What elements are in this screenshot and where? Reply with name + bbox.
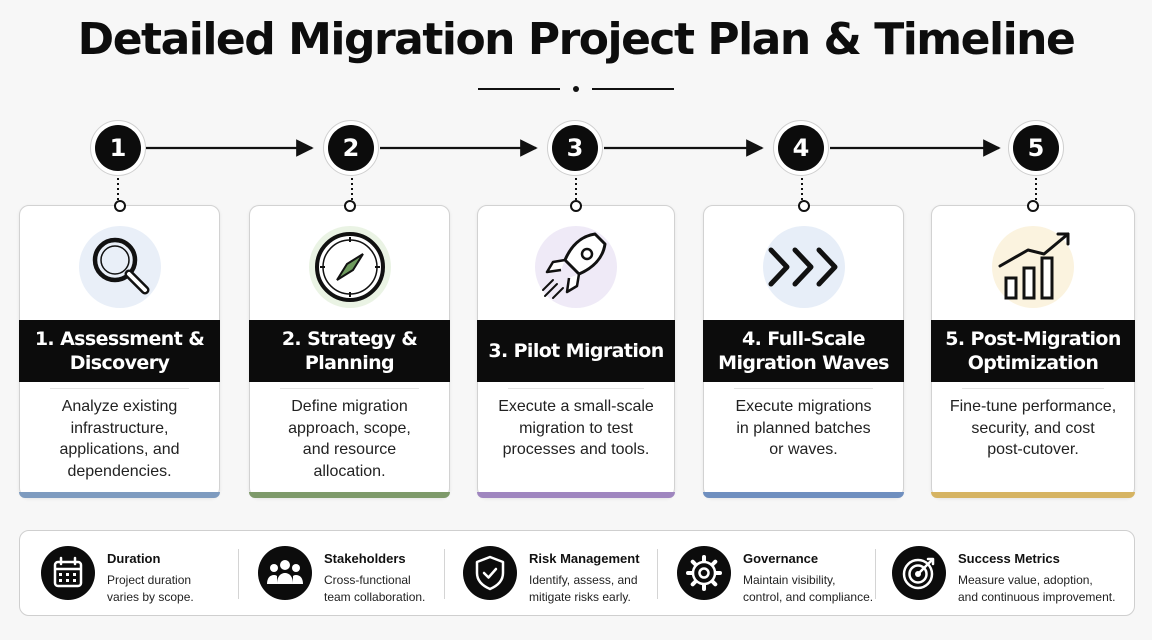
- step-number-5: 5: [1008, 120, 1064, 176]
- step-card-pilot: 3. Pilot Migration Execute a small-scale…: [477, 200, 675, 498]
- chevrons-icon: [768, 247, 837, 287]
- gear-icon: [686, 555, 722, 591]
- step-card-assessment: 1. Assessment &Discovery Analyze existin…: [19, 200, 220, 498]
- step-description: Fine-tune performance,security, and cost…: [949, 398, 1117, 458]
- target-icon: [902, 557, 935, 590]
- summary-divider: [444, 549, 445, 599]
- card-pin: [113, 200, 126, 212]
- card-pin: [570, 200, 582, 212]
- card-pin: [1027, 200, 1039, 212]
- card-pin: [797, 200, 810, 212]
- rocket-icon: [542, 232, 607, 299]
- magnifier-icon: [92, 237, 149, 295]
- timeline-connectors: [117, 139, 1037, 200]
- summary-divider: [657, 549, 658, 599]
- step-number-label: 1: [95, 125, 141, 171]
- accent-bar: [477, 492, 675, 498]
- summary-title: Success Metrics: [958, 551, 1060, 566]
- title-divider: [478, 82, 674, 96]
- accent-bar: [931, 492, 1135, 498]
- accent-bar: [703, 492, 904, 498]
- accent-bar: [249, 492, 450, 498]
- accent-bar: [19, 492, 220, 498]
- step-number-label: 5: [1013, 125, 1059, 171]
- page-title: Detailed Migration Project Plan & Timeli…: [77, 14, 1076, 65]
- step-number-label: 2: [328, 125, 374, 171]
- step-title: 2. Strategy &Planning: [249, 320, 450, 382]
- calendar-icon: [53, 556, 83, 588]
- step-number-1: 1: [90, 120, 146, 176]
- step-number-2: 2: [323, 120, 379, 176]
- step-number-label: 4: [778, 125, 824, 171]
- summary-title: Duration: [107, 551, 161, 566]
- summary-divider: [875, 549, 876, 599]
- shield-check-icon: [475, 555, 505, 591]
- step-number-3: 3: [547, 120, 603, 176]
- summary-description: Measure value, adoption,and continuous i…: [958, 573, 1116, 604]
- summary-title: Stakeholders: [324, 551, 406, 566]
- step-number-4: 4: [773, 120, 829, 176]
- card-pin: [343, 200, 356, 212]
- summary-title: Governance: [743, 551, 819, 566]
- people-icon: [267, 560, 303, 584]
- growth-chart-icon: [998, 232, 1070, 300]
- step-number-label: 3: [552, 125, 598, 171]
- step-title: 1. Assessment &Discovery: [19, 320, 220, 382]
- icon-background: [762, 226, 845, 308]
- summary-title: Risk Management: [529, 551, 640, 566]
- step-title: 3. Pilot Migration: [477, 320, 675, 382]
- summary-divider: [238, 549, 239, 599]
- compass-icon: [314, 232, 385, 302]
- summary-description: Maintain visibility,control, and complia…: [743, 573, 874, 604]
